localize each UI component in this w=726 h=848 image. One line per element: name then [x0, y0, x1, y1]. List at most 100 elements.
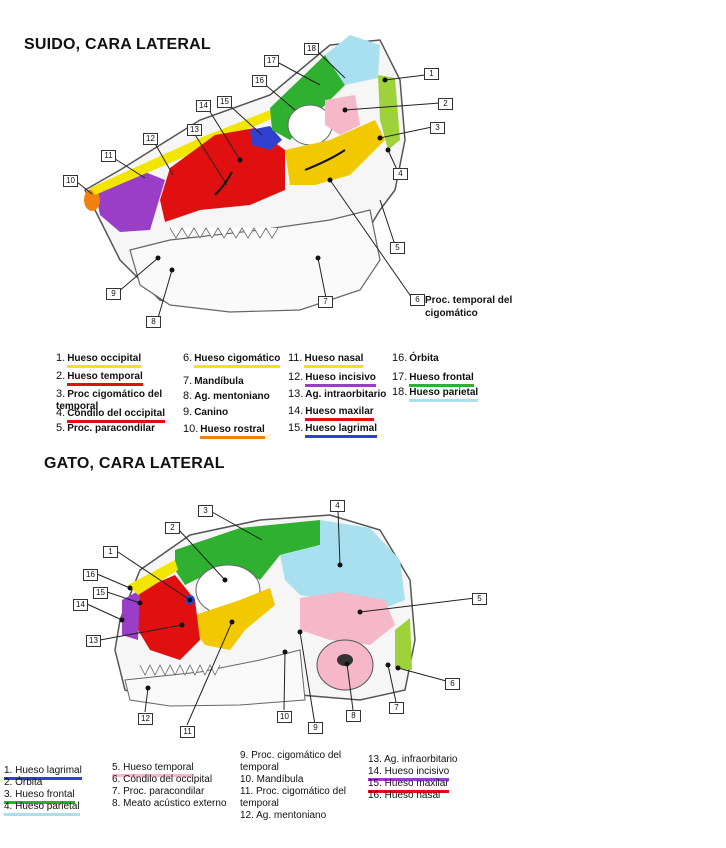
pig-legend-text: Ag. mentoniano	[194, 391, 270, 406]
pig-label-7: 7	[318, 296, 333, 308]
pig-legend-number: 17.	[392, 371, 407, 383]
cat-label-16: 16	[83, 569, 98, 581]
cat-legend-item: 12. Ag. mentoniano	[240, 810, 360, 822]
pig-extra-label: Proc. temporal del cigomático	[425, 294, 545, 320]
pig-label-16: 16	[252, 75, 267, 87]
pig-legend-item: 12.Hueso incisivo	[288, 371, 376, 384]
pig-legend-number: 5.	[56, 422, 65, 434]
cat-legend-item: 5. Hueso temporal	[112, 762, 232, 774]
pig-legend-text: Hueso nasal	[304, 353, 363, 368]
pig-legend-number: 18.	[392, 386, 407, 398]
pig-label-1: 1	[424, 68, 439, 80]
pig-legend-item: 9.Canino	[183, 406, 228, 419]
pig-legend-item: 4.Cóndilo del occipital	[56, 407, 165, 420]
cat-legend-item: 4. Hueso parietal	[4, 801, 124, 813]
pig-legend-text: Hueso maxilar	[305, 406, 373, 421]
cat-legend-item: 13. Ag. infraorbitario	[368, 754, 478, 766]
pig-legend-number: 12.	[288, 371, 303, 383]
pig-legend-text: Hueso frontal	[409, 372, 473, 387]
pig-legend-number: 1.	[56, 352, 65, 364]
pig-legend-text: Hueso incisivo	[305, 372, 376, 387]
cat-legend-item: 8. Meato acústico externo	[112, 798, 232, 810]
pig-label-11: 11	[101, 150, 116, 162]
cat-legend-text: 4. Hueso parietal	[4, 801, 80, 816]
pig-legend-item: 8.Ag. mentoniano	[183, 390, 270, 403]
cat-label-9: 9	[308, 722, 323, 734]
pig-label-12: 12	[143, 133, 158, 145]
cat-label-3: 3	[198, 505, 213, 517]
pig-legend-text: Mandíbula	[194, 376, 243, 391]
pig-label-5: 5	[390, 242, 405, 254]
cat-label-6: 6	[445, 678, 460, 690]
pig-legend-number: 10.	[183, 423, 198, 435]
pig-legend-text: Hueso parietal	[409, 387, 478, 402]
pig-legend-number: 4.	[56, 407, 65, 419]
pig-label-9: 9	[106, 288, 121, 300]
pig-legend-number: 2.	[56, 370, 65, 382]
pig-legend-text: Ag. intraorbitario	[305, 389, 386, 404]
cat-legend-item: 16. Hueso nasal	[368, 790, 478, 802]
pig-label-2: 2	[438, 98, 453, 110]
pig-legend-item: 16.Órbita	[392, 352, 439, 365]
cat-legend-item: 6. Cóndilo del occipital	[112, 774, 232, 786]
pig-legend-item: 14.Hueso maxilar	[288, 405, 374, 418]
pig-legend-number: 7.	[183, 375, 192, 387]
pig-label-14: 14	[196, 100, 211, 112]
cat-legend-item: 14. Hueso incisivo	[368, 766, 478, 778]
cat-legend-text: 11. Proc. cigomático del temporal	[240, 786, 346, 813]
pig-legend-text: Hueso temporal	[67, 371, 143, 386]
cat-label-13: 13	[86, 635, 101, 647]
pig-legend-text: Hueso lagrimal	[305, 423, 377, 438]
cat-label-15: 15	[93, 587, 108, 599]
pig-legend-item: 2.Hueso temporal	[56, 370, 143, 383]
pig-legend-item: 6.Hueso cigomático	[183, 352, 280, 365]
cat-label-2: 2	[165, 522, 180, 534]
pig-legend-text: Hueso cigomático	[194, 353, 280, 368]
pig-legend-number: 3.	[56, 388, 65, 400]
pig-label-15: 15	[217, 96, 232, 108]
cat-legend-text: 16. Hueso nasal	[368, 790, 440, 805]
pig-label-17: 17	[264, 55, 279, 67]
pig-legend-text: Cóndilo del occipital	[67, 408, 165, 423]
pig-legend-number: 15.	[288, 422, 303, 434]
pig-legend-item: 7.Mandíbula	[183, 375, 244, 388]
cat-legend-text: 8. Meato acústico externo	[112, 798, 227, 813]
pig-legend-text: Canino	[194, 407, 228, 422]
cat-label-12: 12	[138, 713, 153, 725]
pig-legend-item: 10.Hueso rostral	[183, 423, 265, 436]
pig-legend-number: 14.	[288, 405, 303, 417]
cat-legend-item: 9. Proc. cigomático del temporal	[240, 750, 360, 774]
cat-legend-item: 1. Hueso lagrimal	[4, 765, 124, 777]
pig-label-8: 8	[146, 316, 161, 328]
pig-legend-item: 15.Hueso lagrimal	[288, 422, 377, 435]
pig-legend-number: 9.	[183, 406, 192, 418]
cat-legend-item: 3. Hueso frontal	[4, 789, 124, 801]
pig-legend-number: 13.	[288, 388, 303, 400]
pig-legend-item: 18.Hueso parietal	[392, 386, 478, 399]
pig-label-4: 4	[393, 168, 408, 180]
pig-legend-text: Hueso occipital	[67, 353, 141, 368]
cat-label-1: 1	[103, 546, 118, 558]
cat-legend-text: 9. Proc. cigomático del temporal	[240, 750, 341, 777]
pig-legend-item: 17.Hueso frontal	[392, 371, 474, 384]
cat-label-7: 7	[389, 702, 404, 714]
pig-label-10: 10	[63, 175, 78, 187]
pig-legend-text: Proc. paracondilar	[67, 423, 155, 438]
pig-legend-number: 16.	[392, 352, 407, 364]
pig-legend-item: 11.Hueso nasal	[288, 352, 363, 365]
cat-legend-item: 15. Hueso maxilar	[368, 778, 478, 790]
cat-label-8: 8	[346, 710, 361, 722]
cat-label-10: 10	[277, 711, 292, 723]
cat-label-4: 4	[330, 500, 345, 512]
pig-legend-text: Hueso rostral	[200, 424, 264, 439]
pig-label-6: 6	[410, 294, 425, 306]
cat-label-14: 14	[73, 599, 88, 611]
cat-legend-item: 7. Proc. paracondilar	[112, 786, 232, 798]
pig-legend-item: 5.Proc. paracondilar	[56, 422, 155, 435]
pig-label-3: 3	[430, 122, 445, 134]
pig-label-13: 13	[187, 124, 202, 136]
